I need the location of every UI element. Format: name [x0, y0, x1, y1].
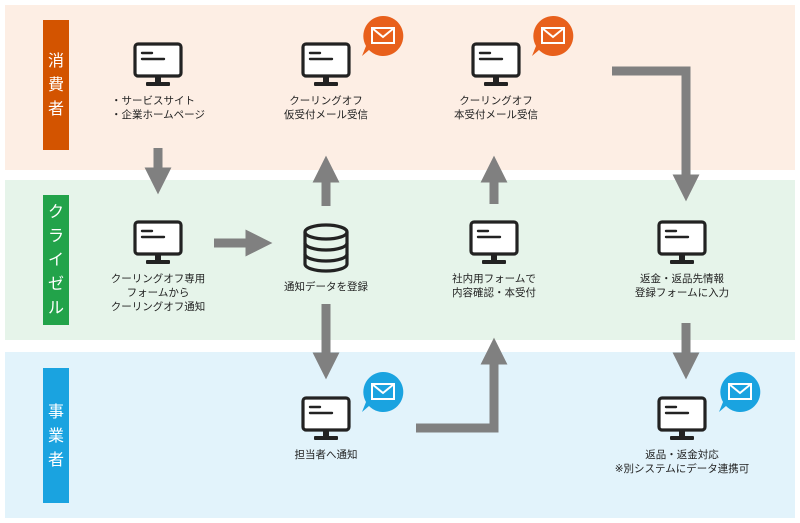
- lane-label-char: 者: [47, 99, 64, 118]
- arrow-final-to-refund-form: [612, 66, 700, 202]
- lane-label-char: ゼ: [47, 274, 64, 293]
- computer-icon: [657, 396, 707, 440]
- lane-label-char: ラ: [47, 226, 64, 245]
- node-refund-info-form-label: 返金・返品先情報 登録フォームに入力: [634, 273, 730, 299]
- node-cooling-off-final-label: クーリングオフ 本受付メール受信: [454, 95, 538, 121]
- node-service-site: ・サービスサイト ・企業ホームページ: [68, 42, 248, 122]
- computer-icon: [657, 220, 707, 264]
- computer-icon: [133, 220, 183, 264]
- node-refund-handling-label: 返品・返金対応 ※別システムにデータ連携可: [614, 449, 750, 475]
- lane-label-char: ル: [47, 298, 64, 317]
- node-notify-staff-label: 担当者へ通知: [294, 449, 358, 461]
- node-internal-form-label: 社内用フォームで 内容確認・本受付: [452, 273, 536, 299]
- node-internal-form: 社内用フォームで 内容確認・本受付: [404, 220, 584, 300]
- computer-icon: [301, 396, 351, 440]
- business-lane-label: 事業者: [43, 368, 69, 503]
- node-cooling-off-provisional: クーリングオフ 仮受付メール受信: [236, 42, 416, 122]
- crisel-lane-label: クライゼル: [43, 195, 69, 325]
- arrow-notify-to-internal: [416, 337, 508, 433]
- node-refund-info-form: 返金・返品先情報 登録フォームに入力: [592, 220, 772, 300]
- computer-icon: [469, 220, 519, 264]
- lane-label-char: ク: [47, 202, 64, 221]
- computer-icon: [133, 42, 183, 86]
- node-service-site-label: ・サービスサイト ・企業ホームページ: [111, 95, 205, 121]
- mail-notification-icon: [362, 15, 404, 56]
- lane-label-char: 費: [47, 75, 64, 94]
- lane-label-char: 消: [47, 51, 64, 70]
- lane-label-char: 者: [47, 449, 64, 469]
- mail-notification-icon: [719, 371, 761, 412]
- node-notify-staff: 担当者へ通知: [236, 396, 416, 462]
- node-register-data: 通知データを登録: [236, 222, 416, 294]
- node-cooling-off-final: クーリングオフ 本受付メール受信: [406, 42, 586, 122]
- computer-icon: [471, 42, 521, 86]
- computer-icon: [301, 42, 351, 86]
- node-refund-handling: 返品・返金対応 ※別システムにデータ連携可: [592, 396, 772, 476]
- node-cooling-off-provisional-label: クーリングオフ 仮受付メール受信: [284, 95, 368, 121]
- business-lane: [5, 352, 795, 518]
- consumer-lane-label: 消費者: [43, 20, 69, 150]
- node-cooling-off-form: クーリングオフ専用 フォームから クーリングオフ通知: [68, 220, 248, 314]
- lane-label-char: イ: [47, 250, 64, 269]
- node-cooling-off-form-label: クーリングオフ専用 フォームから クーリングオフ通知: [110, 273, 206, 313]
- node-register-data-label: 通知データを登録: [284, 281, 368, 293]
- lane-label-char: 業: [47, 425, 64, 445]
- mail-notification-icon: [362, 371, 404, 412]
- mail-notification-icon: [532, 15, 574, 56]
- lane-label-char: 事: [47, 401, 64, 421]
- database-icon: [303, 223, 349, 273]
- crisel-lane: [5, 180, 795, 340]
